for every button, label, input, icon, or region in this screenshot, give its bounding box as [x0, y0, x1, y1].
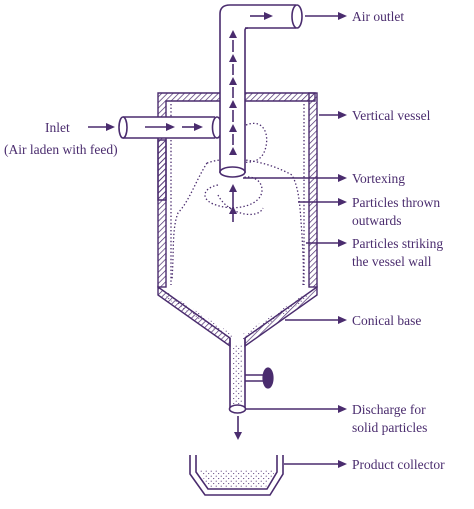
vortex-swirl: [171, 122, 305, 286]
label-inlet-description: (Air laden with feed): [4, 142, 118, 157]
label-discharge-line2: solid particles: [352, 420, 427, 435]
label-particles-striking-line1: Particles striking: [352, 236, 443, 251]
product-collector: [189, 455, 284, 496]
discharge-down-arrow: [234, 416, 242, 440]
label-particles-thrown-line2: outwards: [352, 213, 402, 228]
conical-base: [157, 285, 318, 348]
discharge-valve[interactable]: [245, 367, 274, 389]
label-conical-base: Conical base: [352, 313, 421, 328]
vertical-vessel: [157, 92, 318, 288]
callout-arrows: [88, 12, 347, 468]
label-air-outlet: Air outlet: [352, 9, 404, 24]
inlet-pipe: [118, 116, 223, 139]
label-product-collector: Product collector: [352, 457, 445, 472]
discharge-pipe: [228, 338, 247, 414]
label-vortexing: Vortexing: [352, 171, 405, 186]
air-outlet-pipe: [219, 4, 303, 222]
label-particles-thrown-line1: Particles thrown: [352, 195, 440, 210]
label-vertical-vessel: Vertical vessel: [352, 108, 431, 123]
label-discharge-line1: Discharge for: [352, 402, 426, 417]
label-particles-striking-line2: the vessel wall: [352, 254, 432, 269]
label-inlet: Inlet: [45, 120, 70, 135]
